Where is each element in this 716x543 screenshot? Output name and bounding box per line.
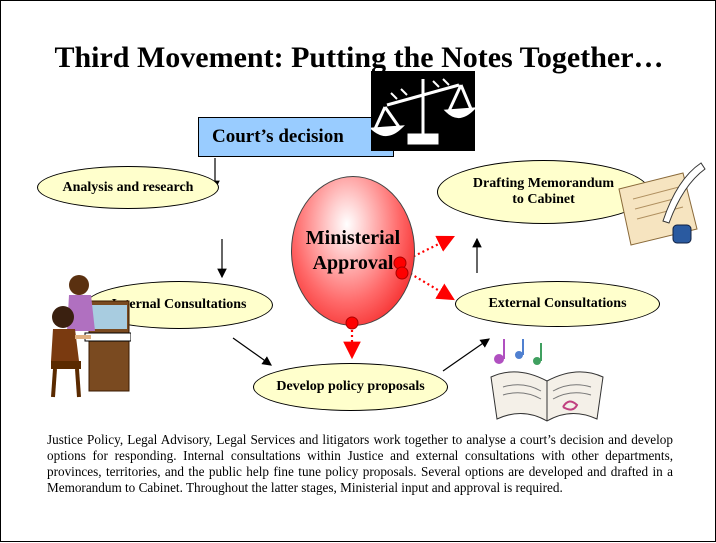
external-consultations-oval: External Consultations [455, 281, 660, 327]
drafting-memorandum-oval: Drafting Memorandum to Cabinet [437, 160, 650, 224]
ministerial-approval-oval: Ministerial Approval [291, 176, 415, 326]
slide-title: Third Movement: Putting the Notes Togeth… [54, 41, 664, 74]
analysis-research-oval: Analysis and research [37, 166, 219, 209]
develop-policy-oval: Develop policy proposals [253, 363, 448, 411]
dotted-arrow-to-external [405, 270, 455, 301]
drafting-line-2: to Cabinet [512, 192, 575, 207]
description-paragraph: Justice Policy, Legal Advisory, Legal Se… [47, 432, 673, 495]
minister-line-2: Approval [312, 252, 394, 274]
minister-line-1: Ministerial [305, 227, 401, 249]
court-decision-box: Court’s decision [198, 117, 394, 157]
scales-of-justice-icon [369, 71, 477, 151]
drafting-line-1: Drafting Memorandum [472, 175, 615, 191]
open-book-music-clipart [487, 337, 607, 428]
quill-paper-clipart [613, 159, 709, 260]
arrow-develop-to-external [442, 338, 490, 372]
piano-players-clipart [41, 271, 132, 406]
arrow-internal-to-develop [232, 337, 272, 366]
